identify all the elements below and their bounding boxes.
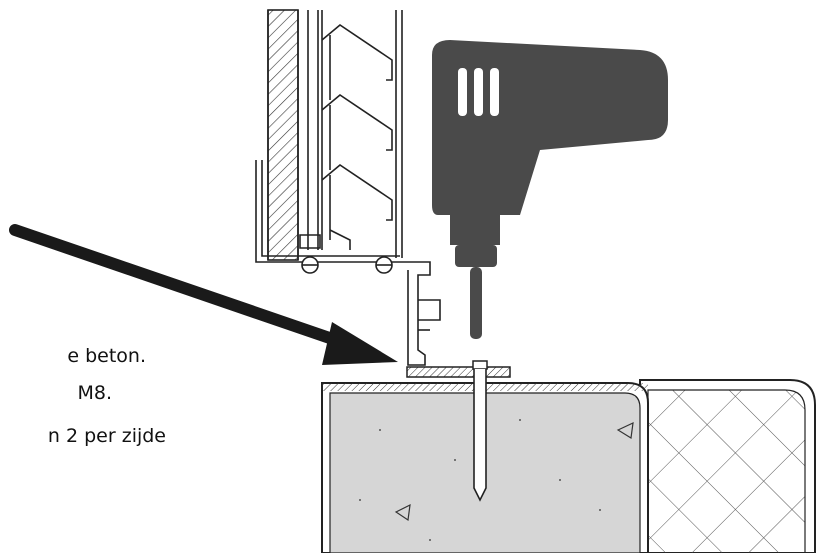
anchor-bolt (406, 360, 511, 502)
caption-line-2: M8. (0, 382, 200, 408)
pointer-arrow (9, 224, 398, 365)
caption-text-1: e beton. (67, 345, 146, 367)
insulation-block (639, 379, 816, 553)
caption-text-2: M8. (77, 382, 112, 404)
window-frame-profile (255, 9, 441, 366)
drill-icon (432, 40, 668, 339)
caption-line-1: e beton. (0, 345, 200, 371)
caption-text-3: n 2 per zijde (47, 425, 166, 447)
caption-line-3: n 2 per zijde (0, 425, 200, 451)
